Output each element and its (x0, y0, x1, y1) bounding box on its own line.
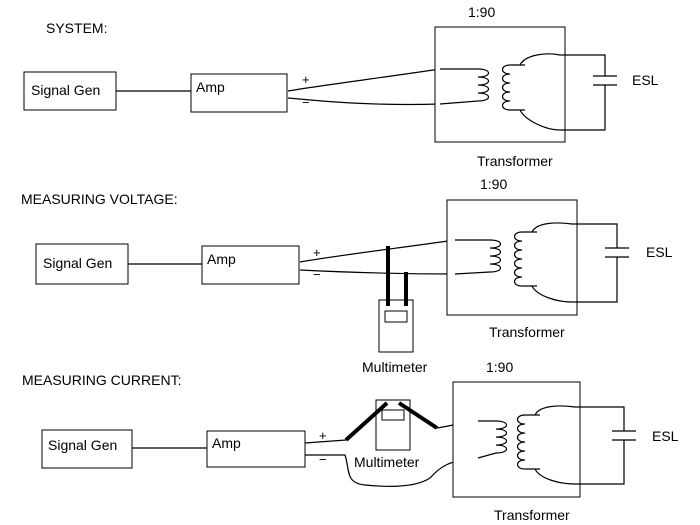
signal-gen-label: Signal Gen (43, 255, 112, 271)
amp-label: Amp (212, 435, 241, 451)
current-diagram: MEASURING CURRENT: Signal Gen Amp + − Mu… (22, 359, 679, 523)
transformer-box (434, 26, 566, 143)
current-title: MEASURING CURRENT: (22, 372, 181, 388)
secondary-coil (501, 64, 525, 111)
secondary-bottom-wire (534, 440, 625, 485)
esl-label: ESL (632, 72, 659, 88)
amp-box (206, 430, 306, 468)
multimeter-label: Multimeter (362, 359, 428, 375)
esl-label: ESL (646, 244, 673, 260)
ratio-label: 1:90 (486, 359, 513, 375)
secondary-top-wire (519, 53, 606, 76)
negative-wire (299, 269, 456, 275)
voltage-diagram: MEASURING VOLTAGE: Signal Gen Amp + − 1:… (21, 176, 673, 375)
positive-wire (287, 68, 441, 92)
ratio-label: 1:90 (468, 4, 495, 20)
plus-terminal: + (313, 245, 321, 260)
secondary-top-wire (534, 405, 625, 431)
multimeter-probe-negative (397, 401, 439, 430)
secondary-coil (513, 231, 537, 287)
multimeter-body (378, 299, 414, 353)
negative-wire (305, 454, 479, 487)
amp-box (201, 245, 300, 285)
primary-coil (477, 420, 508, 459)
multimeter-label: Multimeter (354, 454, 420, 470)
signal-gen-box (23, 71, 117, 111)
transformer-label: Transformer (489, 324, 565, 340)
amp-label: Amp (196, 79, 225, 95)
esl-label: ESL (652, 428, 679, 444)
primary-coil (439, 68, 490, 105)
transformer-label: Transformer (494, 507, 570, 523)
positive-wire (304, 439, 347, 444)
signal-gen-label: Signal Gen (48, 437, 117, 453)
secondary-coil (516, 414, 540, 470)
voltage-title: MEASURING VOLTAGE: (21, 191, 178, 207)
primary-coil (454, 239, 502, 275)
minus-terminal: − (302, 95, 310, 110)
system-title: SYSTEM: (46, 20, 107, 36)
signal-gen-box (41, 429, 133, 469)
multimeter-display (384, 310, 408, 323)
secondary-bottom-wire (531, 257, 618, 303)
amp-label: Amp (207, 251, 236, 267)
multimeter-display (381, 409, 405, 421)
plus-terminal: + (302, 72, 310, 87)
minus-terminal: − (313, 267, 321, 282)
positive-wire (299, 239, 456, 263)
amp-box (190, 73, 288, 113)
system-diagram: SYSTEM: Signal Gen Amp + − 1:90 ESL Tran… (23, 4, 659, 169)
transformer-box (452, 381, 581, 498)
minus-terminal: − (319, 452, 327, 467)
plus-terminal: + (319, 428, 327, 443)
signal-gen-box (35, 243, 129, 285)
ratio-label: 1:90 (480, 176, 507, 192)
multimeter-probe-positive (344, 401, 389, 442)
transformer-box (446, 199, 578, 316)
secondary-bottom-wire (519, 85, 606, 131)
secondary-top-wire (531, 222, 618, 248)
negative-wire (287, 97, 441, 106)
transformer-label: Transformer (477, 153, 553, 169)
signal-gen-label: Signal Gen (31, 82, 100, 98)
